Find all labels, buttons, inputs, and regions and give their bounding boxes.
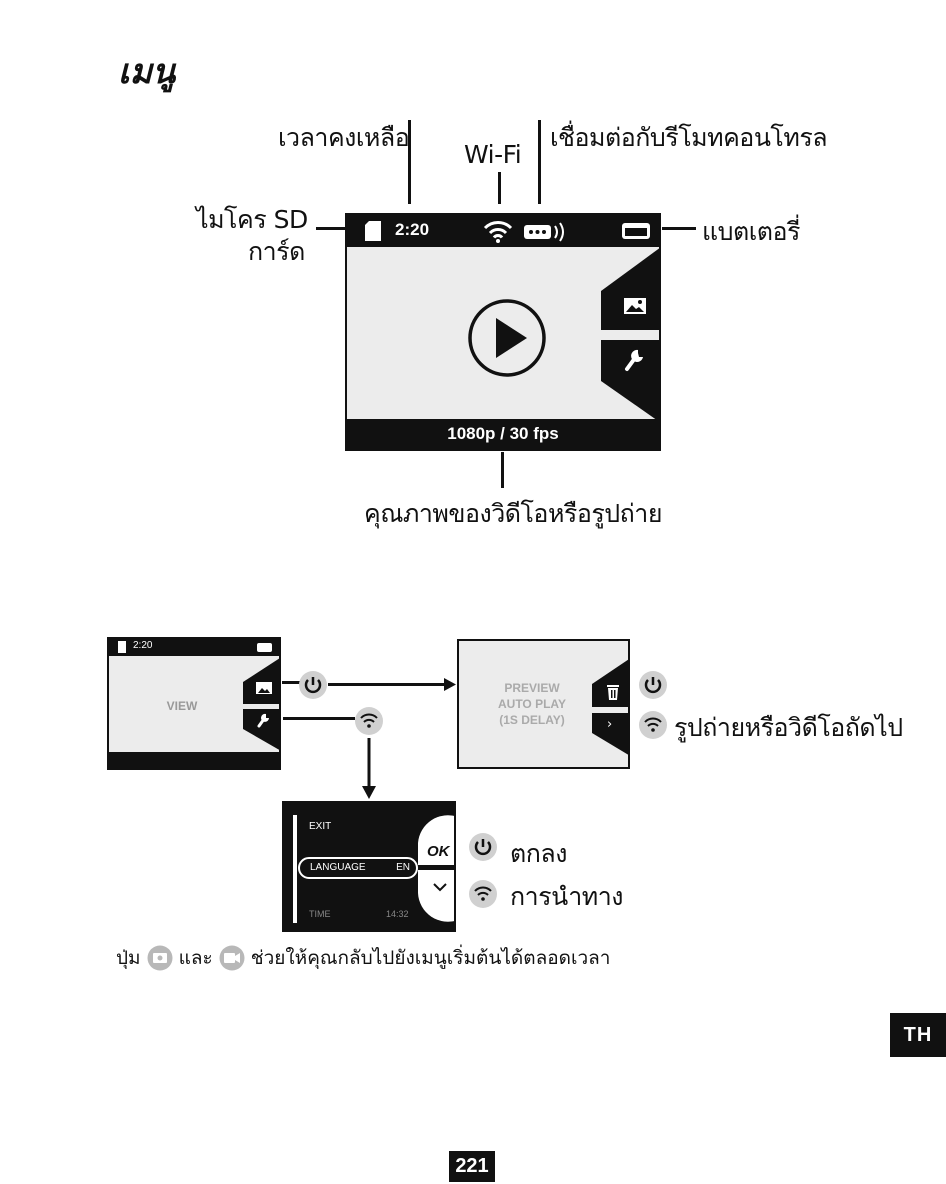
label-sd-card-2: การ์ด bbox=[248, 232, 305, 272]
photo-mode-button-icon bbox=[147, 945, 173, 971]
page-number: 221 bbox=[449, 1151, 495, 1182]
note-line: ปุ่ม และ ช่วยให้คุณกลับไปยังเมนูเริ่มต้น… bbox=[116, 943, 610, 973]
wifi-button-icon[interactable] bbox=[468, 879, 498, 909]
wifi-button-icon[interactable] bbox=[354, 706, 384, 736]
view-status-bar: 2:20 bbox=[109, 639, 279, 656]
settings-side-panel bbox=[418, 803, 456, 932]
video-mode-button-icon bbox=[219, 945, 245, 971]
menu-language-selected[interactable]: LANGUAGE EN bbox=[298, 857, 418, 879]
preview-line-1: PREVIEW bbox=[473, 681, 591, 696]
gallery-icon[interactable] bbox=[623, 297, 647, 315]
scroll-bar[interactable] bbox=[293, 815, 297, 923]
sd-card-icon bbox=[118, 641, 126, 653]
menu-time-value: 14:32 bbox=[386, 909, 409, 919]
ok-button[interactable]: OK bbox=[427, 843, 450, 860]
label-time-remaining: เวลาคงเหลือ bbox=[278, 118, 409, 158]
settings-screen: EXIT LANGUAGE EN TIME 14:32 OK bbox=[282, 801, 456, 932]
leader-quality bbox=[501, 452, 504, 488]
resolution-bar: 1080p / 30 fps bbox=[347, 419, 659, 449]
remote-icon bbox=[523, 222, 567, 242]
wrench-icon[interactable] bbox=[257, 712, 271, 728]
leader-sd bbox=[316, 227, 346, 230]
menu-exit[interactable]: EXIT bbox=[309, 821, 331, 832]
leader-time bbox=[408, 120, 411, 204]
preview-line-2: AUTO PLAY bbox=[473, 697, 591, 712]
view-label: VIEW bbox=[157, 699, 207, 714]
leader-wifi bbox=[498, 172, 501, 204]
menu-language-label: LANGUAGE bbox=[310, 862, 366, 873]
next-chevron-icon[interactable]: › bbox=[607, 717, 612, 732]
menu-language-value: EN bbox=[396, 862, 410, 873]
leader-wifi-btn bbox=[283, 714, 355, 724]
view-timer: 2:20 bbox=[133, 640, 152, 651]
view-bottom-bar bbox=[109, 752, 279, 768]
arrow-to-preview bbox=[328, 676, 458, 694]
wifi-icon bbox=[483, 218, 513, 244]
view-side-panel bbox=[243, 656, 281, 752]
chevron-down-icon[interactable] bbox=[432, 882, 448, 892]
play-button-icon[interactable] bbox=[467, 298, 547, 378]
wrench-icon[interactable] bbox=[624, 347, 646, 373]
wifi-button-icon[interactable] bbox=[638, 710, 668, 740]
gallery-icon[interactable] bbox=[256, 682, 272, 694]
battery-icon bbox=[621, 222, 651, 240]
label-next: รูปถ่ายหรือวิดีโอถัดไป bbox=[674, 708, 903, 748]
label-ok: ตกลง bbox=[510, 834, 567, 874]
label-navigate: การนำทาง bbox=[510, 877, 623, 917]
leader-battery bbox=[662, 227, 696, 230]
sd-card-icon bbox=[364, 220, 382, 242]
page-title: เมนู bbox=[118, 44, 175, 98]
label-wifi: Wi-Fi bbox=[464, 140, 521, 169]
preview-screen: PREVIEW AUTO PLAY (1S DELAY) › bbox=[457, 639, 630, 769]
label-quality: คุณภาพของวิดีโอหรือรูปถ่าย bbox=[364, 494, 662, 534]
label-remote: เชื่อมต่อกับรีโมทคอนโทรล bbox=[550, 118, 827, 158]
camera-screen: 2:20 bbox=[345, 213, 661, 451]
arrow-to-settings bbox=[361, 738, 377, 800]
note-part-3: ช่วยให้คุณกลับไปยังเมนูเริ่มต้นได้ตลอดเว… bbox=[251, 943, 611, 973]
view-screen: 2:20 VIEW bbox=[107, 637, 281, 770]
preview-line-3: (1S DELAY) bbox=[473, 713, 591, 728]
power-button-icon[interactable] bbox=[468, 832, 498, 862]
menu-time-label[interactable]: TIME bbox=[309, 909, 331, 919]
note-part-2: และ bbox=[179, 943, 213, 973]
status-bar: 2:20 bbox=[347, 215, 659, 247]
preview-side-panel bbox=[592, 657, 630, 757]
power-button-icon[interactable] bbox=[638, 670, 668, 700]
battery-icon bbox=[257, 643, 272, 652]
note-part-1: ปุ่ม bbox=[116, 943, 141, 973]
trash-icon[interactable] bbox=[606, 683, 620, 701]
side-panel bbox=[601, 247, 661, 423]
timer: 2:20 bbox=[395, 220, 429, 240]
language-tag: TH bbox=[890, 1013, 946, 1057]
leader-remote bbox=[538, 120, 541, 204]
label-battery: แบตเตอรี่ bbox=[702, 212, 800, 252]
power-button-icon[interactable] bbox=[298, 670, 328, 700]
